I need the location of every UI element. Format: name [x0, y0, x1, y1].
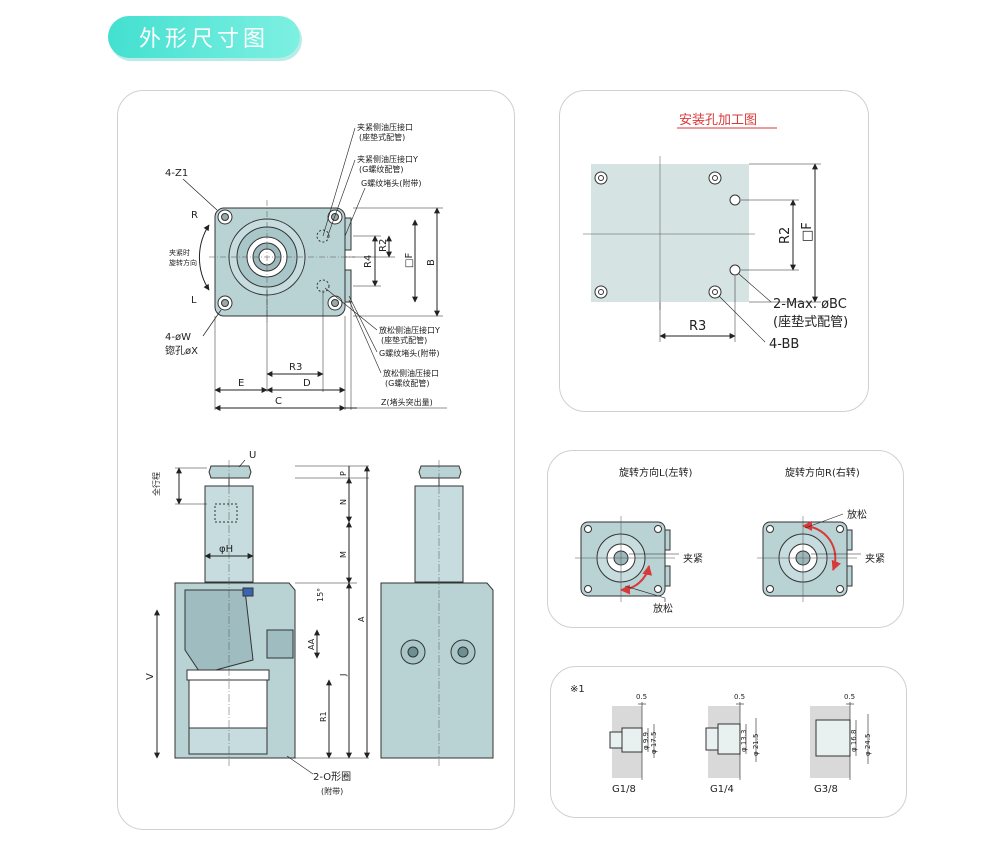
- release-port-y-2: (座垫式配管): [381, 335, 427, 345]
- release-port-y-1: 放松侧油压接口Y: [379, 325, 440, 335]
- dim-n: N: [339, 499, 348, 505]
- dim-r4: R4: [363, 255, 374, 268]
- dim-m: M: [339, 551, 348, 558]
- dim-aa: AA: [307, 638, 316, 650]
- mount-bc: 2-Max. øBC: [773, 297, 847, 312]
- label-z1: 4-Z1: [165, 168, 188, 179]
- rotation-left-title: 旋转方向L(左转): [619, 466, 692, 479]
- page-title: 外形尺寸图: [108, 16, 300, 58]
- release-port-1: 放松侧油压接口: [383, 368, 439, 378]
- dim-f: □F: [404, 253, 415, 268]
- clamp-port-2: (座垫式配管): [359, 132, 405, 142]
- plug-top-label: G螺纹堵头(附带): [361, 178, 421, 188]
- plug-g18-d1: φ 9.9: [642, 732, 650, 750]
- plug-g18-d2: φ 17.5: [650, 732, 658, 754]
- dim-d: D: [303, 378, 311, 389]
- clamp-port-y-2: (G螺纹配管): [359, 164, 403, 174]
- dim-a: A: [357, 616, 366, 622]
- mount-dim-f: □F: [800, 222, 815, 242]
- rotation-right-release: 放松: [847, 508, 867, 521]
- plug-g14-d2: φ 21.5: [752, 734, 760, 756]
- plug-g18-label: G1/8: [612, 784, 636, 795]
- external-view: [380, 460, 494, 766]
- dim-b: B: [426, 259, 437, 266]
- dim-p: P: [339, 471, 348, 476]
- rotation-right-clamp: 夹紧: [865, 552, 885, 565]
- plug-g18: 0.5 φ 9.9 φ 17.5 G1/8: [609, 693, 658, 795]
- plug-g38: 0.5 φ 16.8 φ 24.5 G3/8: [810, 693, 872, 795]
- mount-dim-r3: R3: [689, 319, 706, 334]
- plug-bottom-label: G螺纹堵头(附带): [379, 348, 439, 358]
- label-oring: 2-O形圈: [313, 771, 351, 783]
- dim-r1: R1: [319, 711, 328, 722]
- plug-g38-label: G3/8: [814, 784, 838, 795]
- dim-r3: R3: [289, 362, 302, 373]
- plug-g14-d1: φ 13.3: [740, 730, 748, 752]
- plug-g18-offset: 0.5: [636, 693, 647, 701]
- plug-g38-offset: 0.5: [844, 693, 855, 701]
- label-u: U: [249, 450, 256, 461]
- label-r: R: [191, 210, 198, 221]
- plug-g14: 0.5 φ 13.3 φ 21.5 G1/4: [705, 693, 760, 795]
- rotation-left-unit: 夹紧 放松: [575, 516, 703, 615]
- dim-h: φH: [219, 544, 233, 555]
- rotation-right-unit: 夹紧 放松: [757, 508, 885, 602]
- mount-dim-r2: R2: [778, 227, 793, 244]
- mount-title: 安装孔加工图: [679, 113, 757, 128]
- label-x-hole: 锪孔øX: [165, 344, 198, 357]
- rotation-left-clamp: 夹紧: [683, 552, 703, 565]
- side-view: U 全行程 φH V P N: [145, 450, 370, 796]
- release-port-2: (G螺纹配管): [385, 378, 429, 388]
- clamp-port-1: 夹紧侧油压接口: [357, 122, 413, 132]
- plug-g38-d2: φ 24.5: [864, 734, 872, 756]
- label-l: L: [191, 295, 197, 306]
- rotation-right-title: 旋转方向R(右转): [785, 466, 860, 479]
- mount-drawing: 安装孔加工图 R2 □F R3 2-Max. øBC (座垫式配管) 4-BB: [583, 113, 848, 352]
- label-stroke: 全行程: [151, 472, 161, 496]
- mount-holes: [594, 171, 741, 299]
- dim-e: E: [238, 378, 244, 389]
- dim-v: V: [145, 673, 156, 680]
- dim-r2: R2: [378, 239, 389, 252]
- mount-bc-note: (座垫式配管): [773, 314, 848, 330]
- dim-c: C: [275, 396, 282, 407]
- label-attached: (附带): [321, 786, 343, 796]
- rotation-dir-1: 夹紧时: [169, 248, 190, 257]
- rotation-left-release: 放松: [653, 602, 673, 615]
- plug-g14-offset: 0.5: [734, 693, 745, 701]
- plug-note: ※1: [570, 684, 585, 695]
- main-drawing: 4-Z1 R L 夹紧时 旋转方向 4-øW 锪孔øX 夹紧侧油压接口 (座垫式…: [145, 122, 494, 796]
- plug-g38-d1: φ 16.8: [850, 730, 858, 752]
- rotation-dir-2: 旋转方向: [169, 258, 197, 267]
- plug-drawing: ※1 0.5 φ 9.9 φ 17.5 G1/8 0.5 φ 13.3 φ 21…: [570, 684, 872, 795]
- mount-bb: 4-BB: [769, 337, 799, 352]
- plug-g14-label: G1/4: [710, 784, 734, 795]
- dim-z: Z(堵头突出量): [381, 397, 433, 407]
- label-w-hole: 4-øW: [165, 332, 191, 343]
- dim-j: J: [339, 674, 348, 677]
- dim-angle: 15°: [316, 588, 325, 602]
- clamp-port-y-1: 夹紧侧油压接口Y: [357, 154, 418, 164]
- rotation-drawing: 旋转方向L(左转) 旋转方向R(右转) 夹紧 放松: [575, 466, 885, 615]
- top-view: 4-Z1 R L 夹紧时 旋转方向 4-øW 锪孔øX 夹紧侧油压接口 (座垫式…: [165, 122, 447, 411]
